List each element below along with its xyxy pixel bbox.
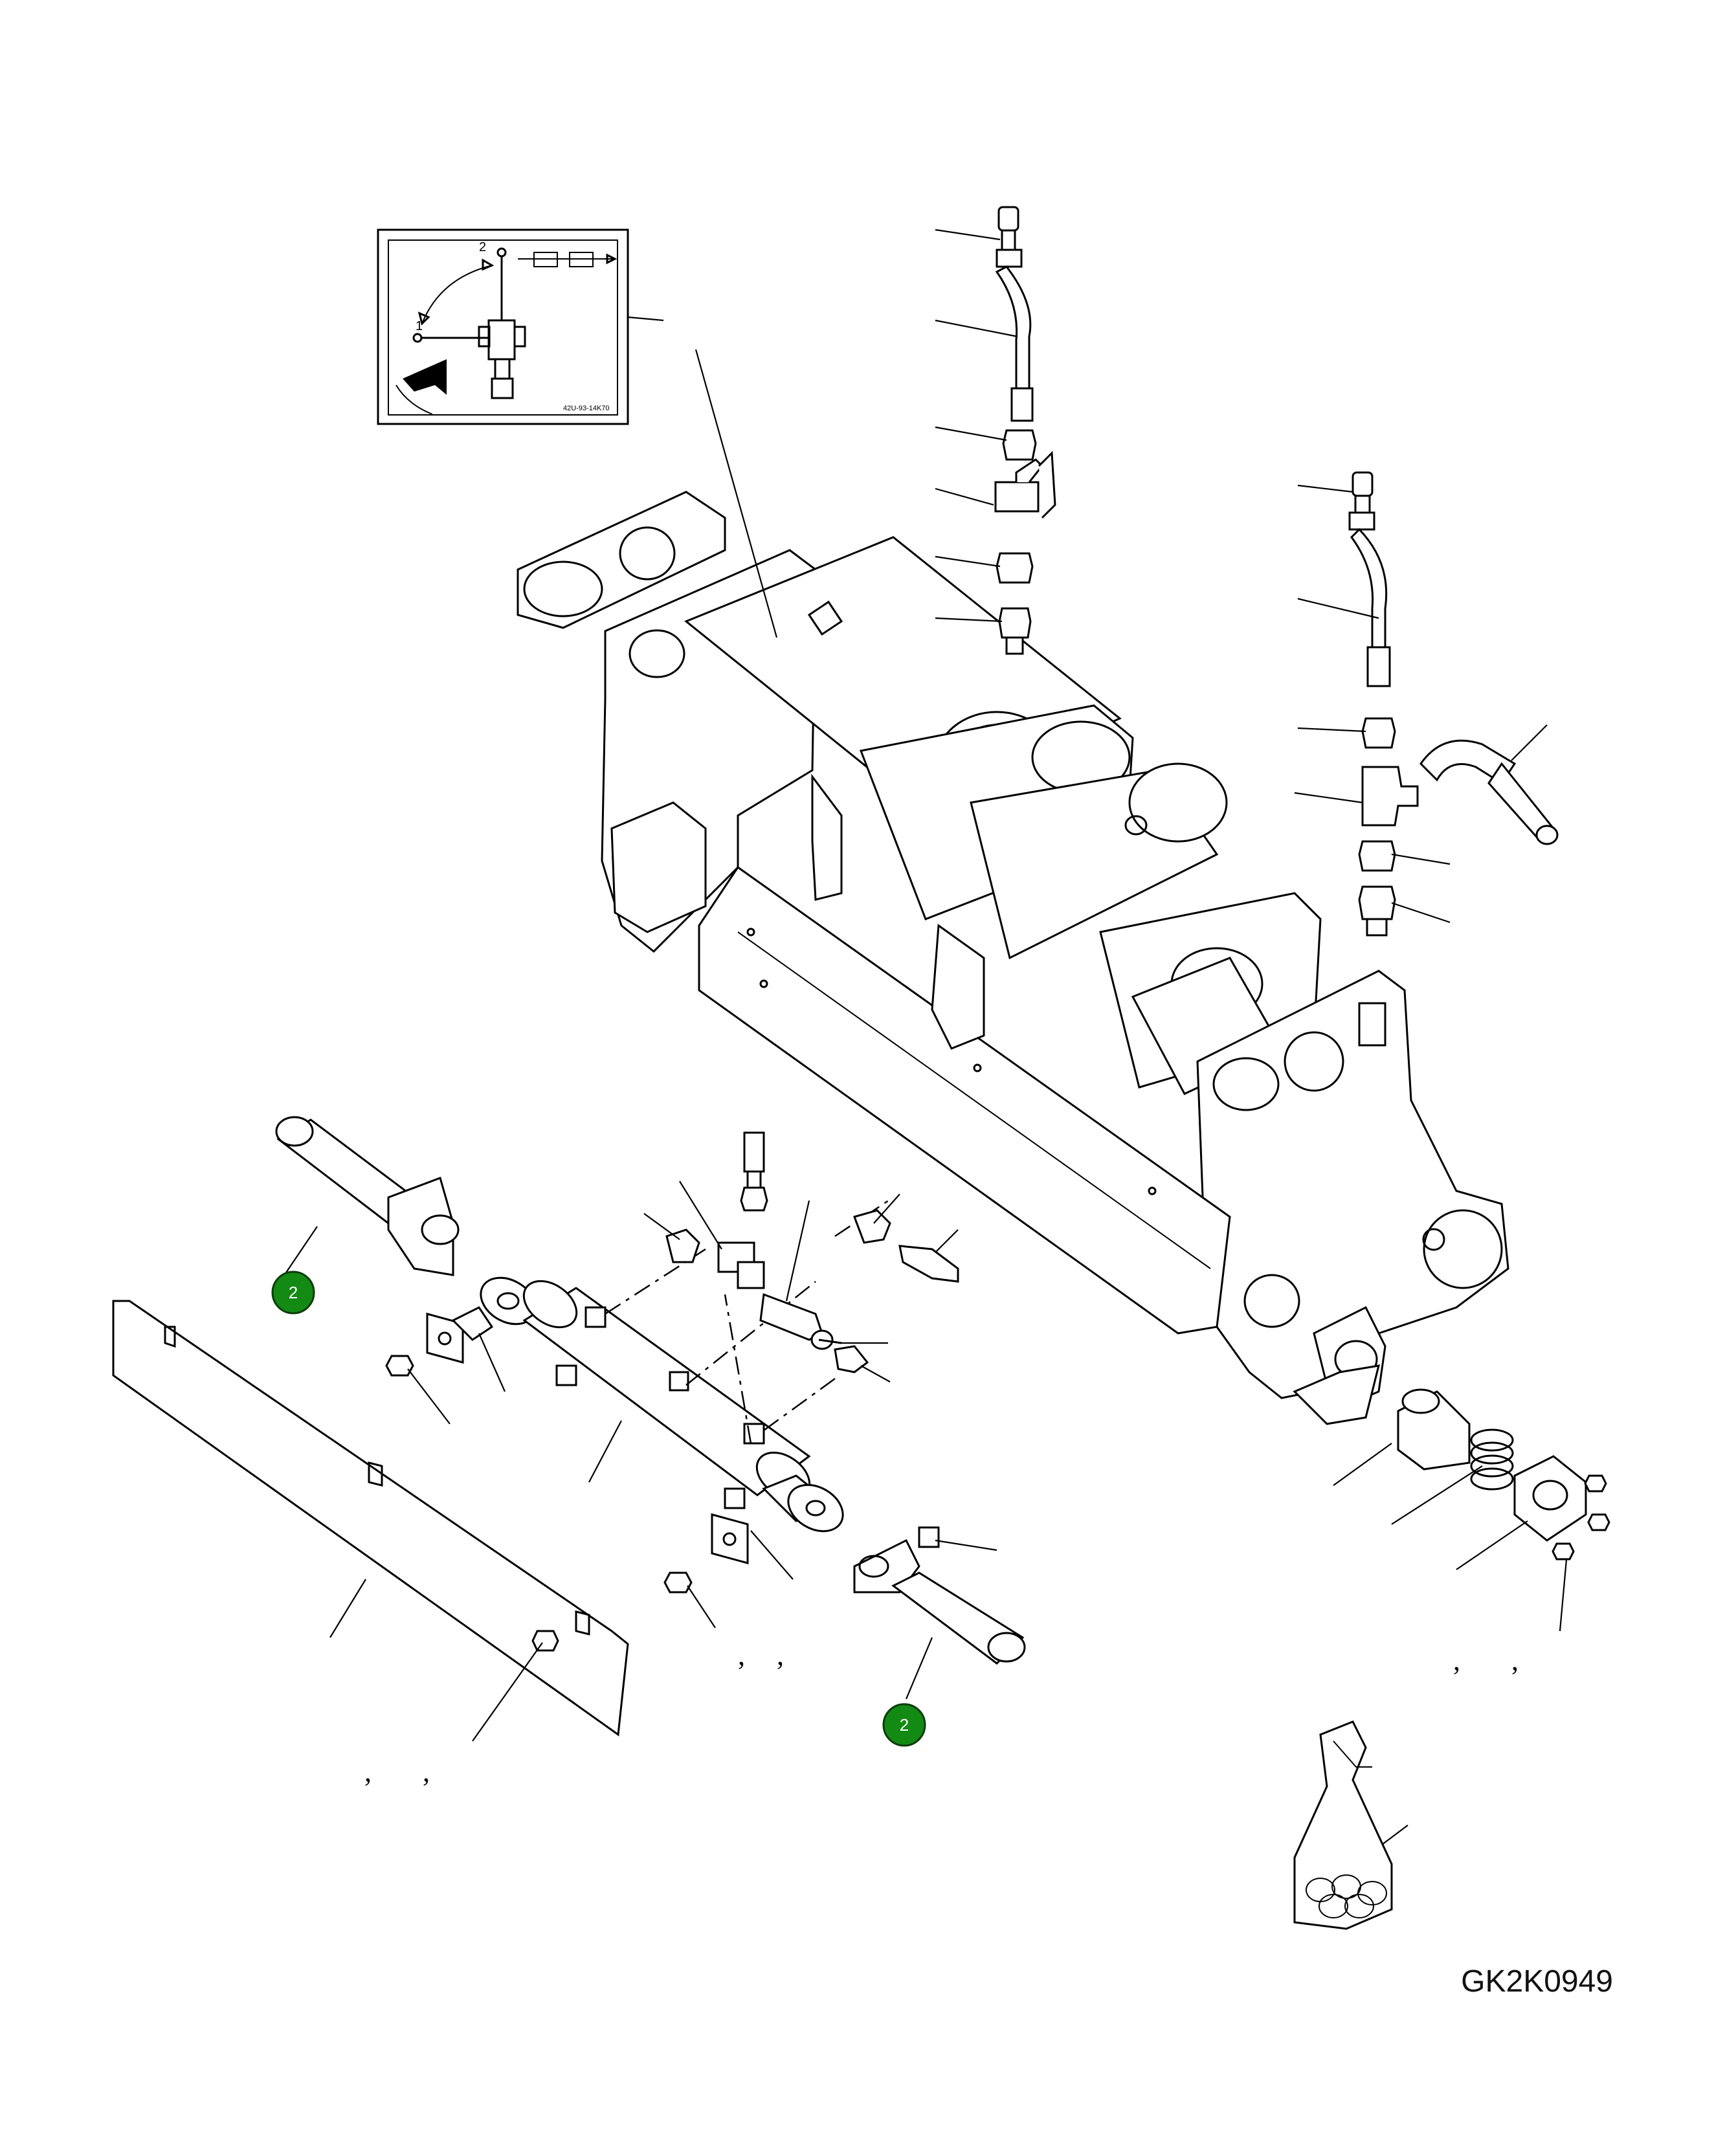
leader-lines (283, 228, 1568, 1845)
callout-2-label: 2 (900, 1715, 909, 1735)
separator-c1: , (1453, 1645, 1460, 1676)
coupler-frame (517, 491, 1509, 1413)
elbow-hose-fitting (1419, 739, 1517, 785)
lock-plate-left (385, 1306, 494, 1377)
adapter-2 (998, 607, 1032, 639)
elbow-fitting-2 (853, 1209, 891, 1244)
hose-assembly-upper (994, 206, 1056, 655)
flow-arrow-icon (518, 252, 618, 267)
valve-handle-icon (412, 247, 526, 399)
elbow-fitting-3 (834, 1345, 869, 1373)
guard-bolt (531, 1630, 559, 1652)
nut-2 (1361, 717, 1396, 749)
inset-code: 42U-93-14K70 (563, 405, 610, 412)
valve-position-inset: 1 2 42U-93-14K70 (377, 228, 629, 425)
pin-left (275, 1116, 460, 1276)
separator-c2: , (1511, 1645, 1519, 1676)
hydraulic-hose-2 (1350, 527, 1388, 649)
callout-1[interactable]: 2 (271, 1271, 315, 1315)
elbow-fitting-1 (665, 1228, 700, 1263)
lock-plate-right (663, 1513, 749, 1593)
separator-a2: , (777, 1639, 784, 1671)
inset-position-2: 2 (479, 240, 486, 254)
hose-assembly-right (1348, 471, 1559, 937)
parts-bag-icon (1293, 1720, 1393, 1930)
check-valve (759, 1293, 823, 1341)
hydraulic-hose-1 (995, 265, 1032, 390)
inset-position-1: 1 (416, 319, 423, 333)
separator-b2: , (423, 1756, 430, 1788)
grease-fitting (918, 1526, 940, 1548)
quick-coupler-fitting-1 (997, 206, 1019, 232)
bolt-right (663, 1571, 693, 1593)
adapter-4 (1358, 885, 1396, 920)
nut-1 (1002, 429, 1037, 461)
separator-b1: , (364, 1756, 372, 1788)
connector-fitting (898, 1245, 959, 1283)
drawing-code: GK2K0949 (1461, 1964, 1613, 1999)
quick-coupler-fitting-2 (1352, 471, 1374, 497)
spring-icon (1470, 1428, 1514, 1491)
separator-a1: , (738, 1639, 745, 1671)
inset-frame (377, 228, 629, 425)
adapter-3 (1358, 840, 1396, 872)
warning-arrow-icon (395, 359, 447, 415)
adapter-1 (996, 552, 1034, 584)
callout-1-label: 2 (289, 1283, 298, 1302)
ball-valve (994, 481, 1040, 513)
bolt-left (385, 1355, 414, 1377)
valve-handle (1038, 450, 1056, 519)
pressure-fitting (743, 1131, 765, 1173)
tee-fitting (1361, 766, 1419, 827)
bushing-spring-flange (1293, 1364, 1610, 1560)
pin-right (853, 1526, 1026, 1665)
guard-plate (112, 1300, 629, 1737)
hydraulic-cylinder-assembly (480, 1131, 959, 1533)
inset-inner-frame (388, 239, 618, 416)
callout-2[interactable]: 2 (882, 1703, 926, 1747)
